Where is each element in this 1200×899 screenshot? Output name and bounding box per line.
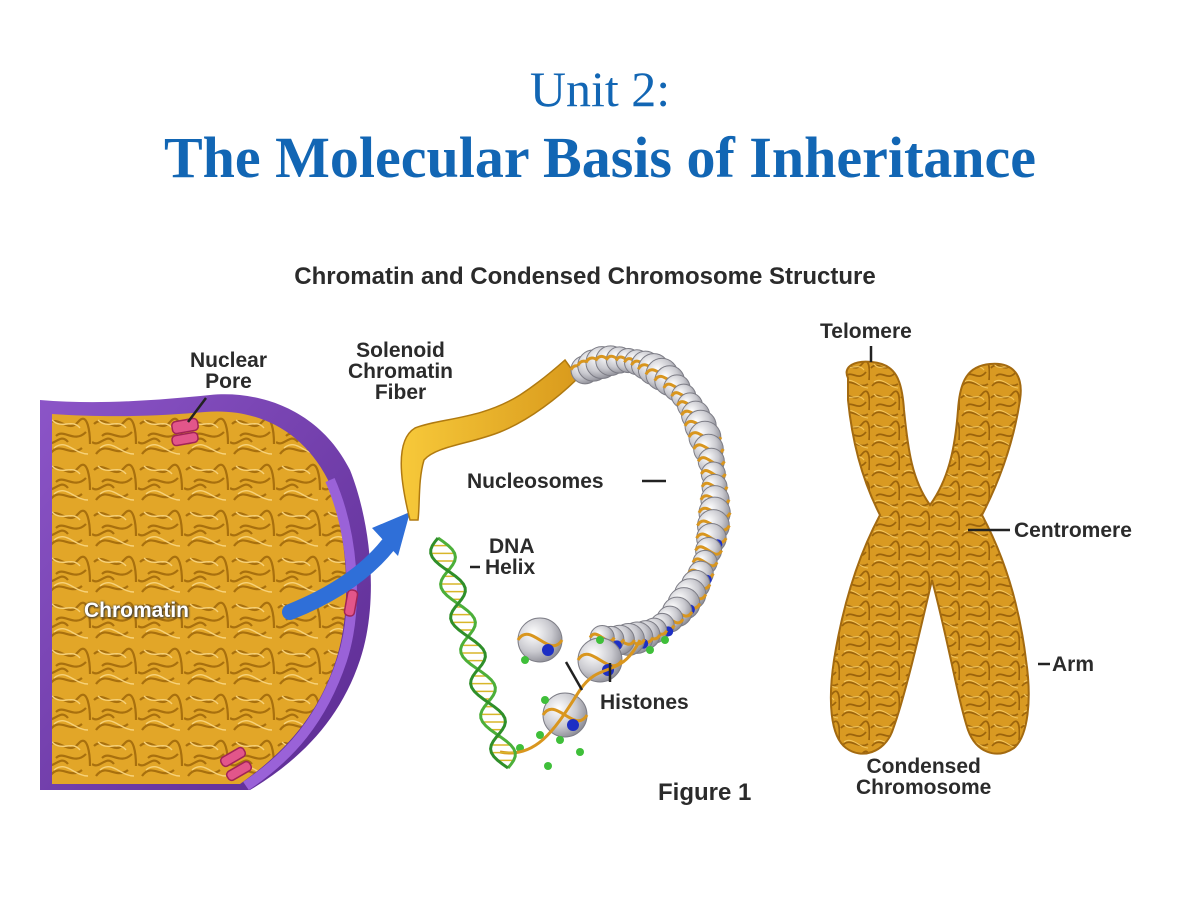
dna-helix: [429, 536, 517, 770]
nuclear-pore-label: Nuclear Pore: [190, 350, 267, 392]
solenoid-label-line2: Chromatin: [348, 360, 453, 383]
histone-tail-dot: [541, 696, 549, 704]
centromere-label: Centromere: [1014, 519, 1132, 542]
dna-wrap: [696, 456, 726, 467]
arrow-icon: [282, 512, 410, 620]
telomere-label: Telomere: [820, 320, 912, 343]
condensed-chromosome-label: Condensed Chromosome: [856, 756, 991, 798]
nuclear-pore-label-line1: Nuclear: [190, 349, 268, 372]
histone-tail-dot: [661, 636, 669, 644]
dna-strand: [437, 536, 517, 769]
histone-tail-dot: [536, 731, 544, 739]
nuclear-pore: [171, 417, 359, 782]
figure-caption: Figure 1: [658, 779, 752, 806]
histone-tail-dot: [521, 656, 529, 664]
nucleosomes: [499, 345, 732, 770]
dna-strand: [429, 537, 509, 770]
histone-tail-dot: [567, 719, 579, 731]
solenoid-fiber: [400, 358, 579, 521]
histone-tail-dot: [556, 736, 564, 744]
histones-label: Histones: [600, 691, 689, 714]
linker-dna: [499, 639, 642, 755]
leader-lines: [187, 346, 1050, 691]
chromatin-label: Chromatin: [84, 599, 189, 622]
condensed-chromosome-label-line1: Condensed: [866, 755, 981, 778]
solenoid-label-line1: Solenoid: [356, 339, 445, 362]
nucleosomes-label: Nucleosomes: [467, 470, 604, 493]
condensed-chromosome-label-line2: Chromosome: [856, 776, 992, 799]
nuclear-pore-label-line2: Pore: [205, 370, 252, 393]
slide-title: The Molecular Basis of Inheritance: [163, 125, 1037, 190]
histone-tail-dot: [576, 748, 584, 756]
dna-helix-label-line2: Helix: [485, 556, 536, 579]
solenoid-label-line3: Fiber: [374, 381, 427, 404]
condensed-chromosome: [829, 360, 1030, 755]
arm-label: Arm: [1052, 653, 1095, 676]
figure-title: Chromatin and Condensed Chromosome Struc…: [294, 263, 876, 290]
dna-helix-label-line1: DNA: [489, 535, 535, 558]
histone-tail-dot: [544, 762, 552, 770]
histone-tail-dot: [596, 636, 604, 644]
solenoid-label: Solenoid Chromatin Fiber: [348, 340, 453, 403]
unit-heading: Unit 2:: [529, 61, 671, 117]
dna-helix-label: DNA Helix: [485, 536, 535, 578]
histone-tail-dot: [542, 644, 554, 656]
nucleus-cutaway: [40, 394, 371, 791]
dna-wrap: [516, 632, 564, 648]
histone-tail-dot: [646, 646, 654, 654]
